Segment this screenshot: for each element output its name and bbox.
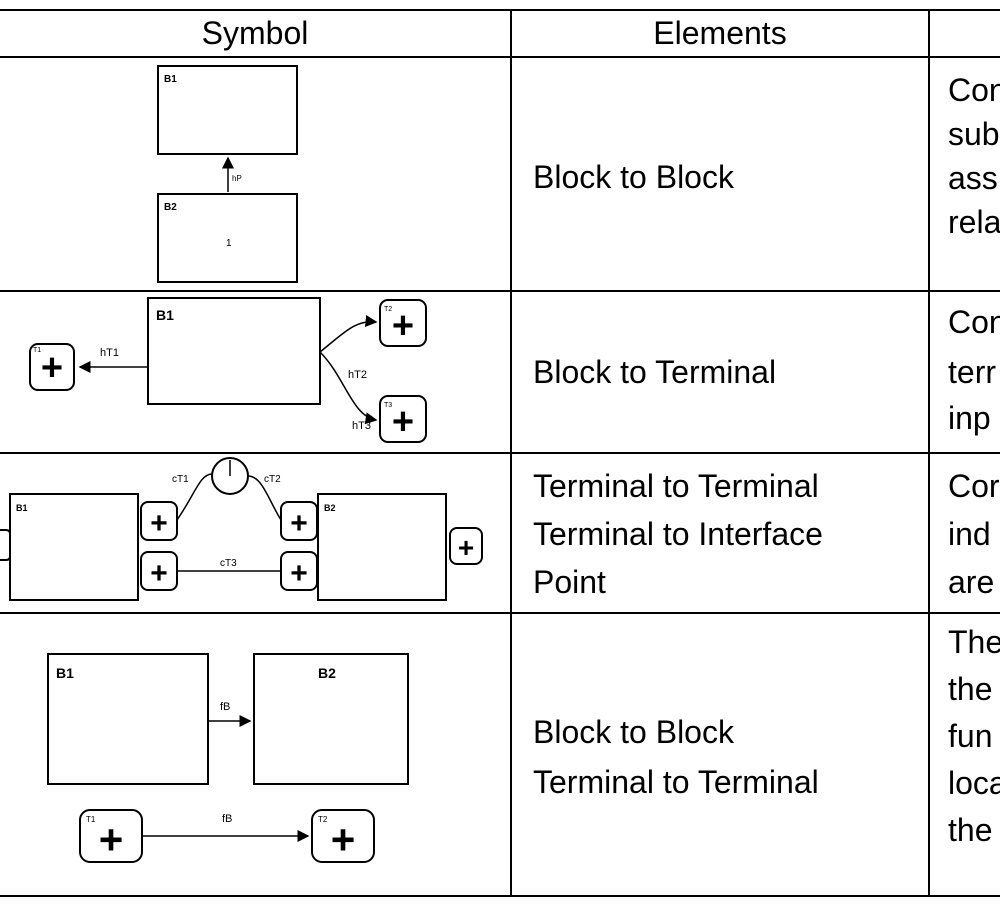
description-line: the — [948, 671, 993, 707]
block-b1 — [157, 65, 298, 155]
symbol-flow: B1 B2 fB T1 + fB T2 + — [47, 653, 409, 863]
plus-icon: + — [458, 532, 474, 563]
description-line: rela — [948, 204, 1000, 240]
element-line: Terminal to Interface — [533, 516, 823, 552]
terminal-t3 — [379, 395, 427, 443]
description-line: Con — [948, 304, 1000, 340]
link-arrow — [319, 315, 378, 353]
plus-icon: + — [290, 557, 308, 590]
link-label: hP — [232, 174, 242, 183]
block-b2 — [253, 653, 409, 785]
table-border-top — [0, 9, 1000, 11]
row-divider — [0, 290, 1000, 292]
interface-point — [0, 529, 11, 561]
block-b2 — [157, 193, 298, 283]
block-b1 — [9, 493, 139, 601]
terminal-t2 — [379, 299, 427, 347]
column-divider — [928, 9, 930, 897]
description-line: are — [948, 564, 995, 600]
element-line: Terminal to Terminal — [533, 468, 819, 504]
plus-icon: + — [392, 401, 414, 443]
plus-icon: + — [290, 507, 308, 540]
plus-icon: + — [150, 557, 168, 590]
link-curve — [176, 473, 213, 521]
description-line: ass — [948, 160, 998, 196]
block-label: B1 — [56, 665, 74, 681]
header-elements: Elements — [653, 15, 787, 51]
table-border-bottom — [0, 895, 1000, 897]
link-label: hT2 — [348, 369, 367, 381]
block-b1 — [47, 653, 209, 785]
link-label: hT3 — [352, 420, 371, 432]
description-line: sub — [948, 116, 1000, 152]
column-divider — [510, 9, 512, 897]
link-arrow — [319, 351, 378, 425]
symbol-block-to-block: B1 hP B2 1 — [157, 65, 298, 283]
description-line: inp — [948, 400, 991, 436]
plus-icon: + — [392, 305, 414, 347]
plus-icon: + — [331, 816, 356, 863]
symbol-terminal-to-terminal: B1 + + + + cT1 cT2 cT3 B2 + — [0, 457, 483, 601]
element-line: Terminal to Terminal — [533, 764, 819, 800]
link-label: cT2 — [264, 474, 281, 485]
link-label: fB — [222, 813, 232, 825]
block-mark: 1 — [226, 238, 232, 249]
element-line: Block to Block — [533, 714, 734, 750]
block-b2 — [317, 493, 447, 601]
terminal-label: T1 — [33, 347, 41, 354]
description-line: ind — [948, 516, 991, 552]
block-b1 — [147, 297, 321, 405]
block-label: B1 — [156, 307, 174, 323]
row-divider — [0, 612, 1000, 614]
description-line: the — [948, 812, 993, 848]
link-label: fB — [220, 701, 230, 713]
header-divider — [0, 56, 1000, 58]
link-label: cT3 — [220, 558, 237, 569]
block-label: B1 — [16, 503, 28, 513]
plus-icon: + — [150, 507, 168, 540]
terminal-label: T3 — [384, 402, 392, 409]
header-symbol: Symbol — [201, 15, 309, 51]
link-curve — [247, 475, 282, 521]
row-divider — [0, 452, 1000, 454]
description-line: terr — [948, 354, 996, 390]
description-line: Cor — [948, 468, 1000, 504]
block-label: B2 — [318, 665, 336, 681]
block-label: B2 — [324, 503, 336, 513]
terminal-label: T2 — [318, 815, 328, 824]
terminal-t1 — [29, 343, 75, 391]
terminal-label: T2 — [384, 306, 392, 313]
element-name: Block to Terminal — [533, 354, 777, 390]
description-line: The — [948, 624, 1000, 660]
terminal — [449, 527, 483, 565]
plus-icon: + — [41, 347, 63, 389]
terminal — [140, 501, 178, 541]
element-line: Point — [533, 564, 606, 600]
block-label: B2 — [164, 202, 177, 213]
description-line: loca — [948, 765, 1000, 801]
header-description — [930, 10, 1000, 57]
symbol-block-to-terminal: B1 T1 + hT1 T2 + T3 + hT2 hT3 — [29, 297, 427, 443]
block-label: B1 — [164, 74, 177, 85]
link-label: cT1 — [172, 474, 189, 485]
plus-icon: + — [99, 816, 124, 863]
terminal-t2 — [311, 809, 375, 863]
description-line: fun — [948, 718, 993, 754]
element-name: Block to Block — [533, 159, 734, 195]
link-label: hT1 — [100, 347, 119, 359]
terminal-label: T1 — [86, 815, 96, 824]
description-line: Con — [948, 72, 1000, 108]
